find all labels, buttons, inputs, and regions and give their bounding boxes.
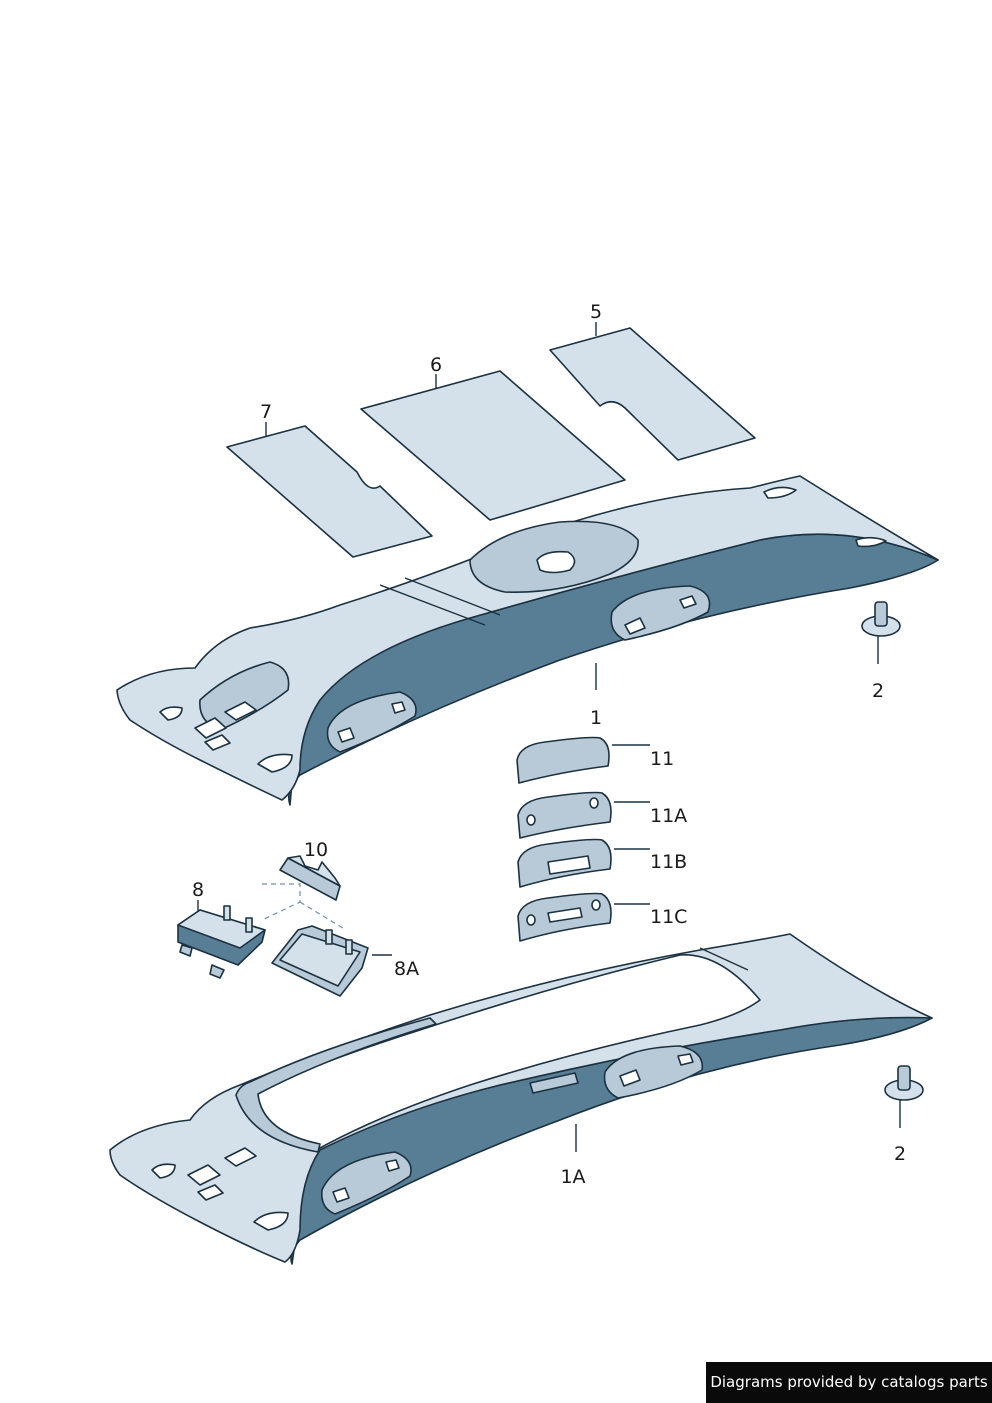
mat-6[interactable] — [360, 370, 626, 521]
label-11b: 11B — [650, 851, 687, 873]
label-11a: 11A — [650, 805, 687, 827]
cover-11[interactable] — [516, 736, 650, 784]
label-8a: 8A — [394, 958, 419, 980]
cover-11a[interactable] — [517, 791, 650, 839]
headliner-1a[interactable] — [109, 933, 933, 1265]
bracket-8a[interactable] — [271, 925, 392, 997]
label-10: 10 — [304, 839, 328, 861]
cover-11c[interactable] — [517, 892, 650, 942]
label-11c: 11C — [650, 906, 687, 928]
label-6: 6 — [430, 354, 442, 376]
label-1a: 1A — [560, 1166, 585, 1188]
label-7: 7 — [260, 401, 272, 423]
clip-2-top[interactable] — [861, 601, 901, 664]
bracket-8[interactable] — [177, 900, 266, 979]
credit-banner: Diagrams provided by catalogs parts — [706, 1362, 992, 1403]
label-1: 1 — [590, 707, 602, 729]
label-11: 11 — [650, 748, 674, 770]
labels: 5 6 7 1 2 11 11A 10 11B 8 11C 8A 2 1A — [192, 301, 906, 1188]
assembly-lines — [261, 883, 347, 931]
clip-strip-10[interactable] — [279, 855, 341, 901]
headliner-1[interactable] — [116, 475, 939, 806]
mat-5[interactable] — [549, 327, 756, 461]
cover-11b[interactable] — [517, 838, 650, 888]
label-5: 5 — [590, 301, 602, 323]
label-2-bottom: 2 — [894, 1143, 906, 1165]
label-8: 8 — [192, 879, 204, 901]
clip-2-bottom[interactable] — [884, 1065, 924, 1128]
mat-7[interactable] — [226, 425, 433, 558]
label-2-top: 2 — [872, 680, 884, 702]
